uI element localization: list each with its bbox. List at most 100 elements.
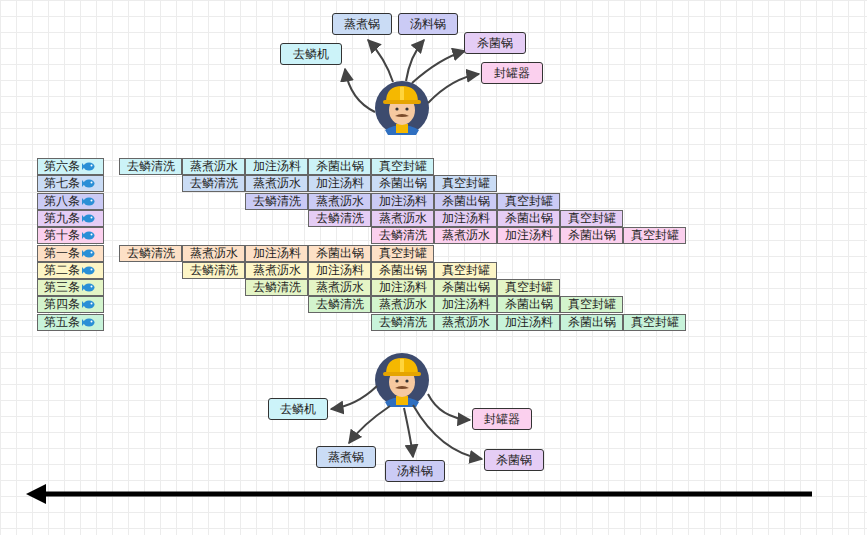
node-text: 蒸煮沥水	[253, 175, 301, 192]
stage-cell: 加注汤料	[497, 314, 560, 331]
node-text: 加注汤料	[505, 314, 553, 331]
node-text: 真空封罐	[379, 158, 427, 175]
fish-icon	[82, 282, 96, 293]
node-text: 蒸煮沥水	[190, 158, 238, 175]
node-text: 杀菌出锅	[505, 296, 553, 313]
stage-cell: 加注汤料	[371, 193, 434, 210]
node-text: 去鳞机	[293, 46, 329, 63]
node-text: 第十条	[44, 227, 80, 244]
node-text: 真空封罐	[631, 314, 679, 331]
node-text: 去鳞清洗	[253, 193, 301, 210]
stage-cell: 蒸煮沥水	[434, 227, 497, 244]
stage-cell: 蒸煮沥水	[434, 314, 497, 331]
line-label: 第六条	[37, 158, 104, 175]
node-text: 杀菌出锅	[379, 262, 427, 279]
node-text: 第五条	[44, 314, 80, 331]
stage-cell: 蒸煮沥水	[245, 175, 308, 192]
line-label: 第十条	[37, 227, 104, 244]
line-label: 第七条	[37, 175, 104, 192]
stage-cell: 去鳞清洗	[119, 245, 182, 262]
stage-cell: 去鳞清洗	[182, 175, 245, 192]
stage-cell: 加注汤料	[308, 175, 371, 192]
stage-cell: 杀菌出锅	[371, 175, 434, 192]
stage-cell: 加注汤料	[434, 296, 497, 313]
stage-cell: 加注汤料	[434, 210, 497, 227]
equipment-box: 去鳞机	[280, 43, 342, 65]
node-text: 真空封罐	[505, 193, 553, 210]
node-text: 蒸煮锅	[328, 449, 364, 466]
equipment-box: 汤料锅	[398, 13, 458, 35]
node-text: 真空封罐	[505, 279, 553, 296]
node-text: 蒸煮沥水	[442, 314, 490, 331]
node-text: 蒸煮沥水	[316, 279, 364, 296]
stage-cell: 加注汤料	[308, 262, 371, 279]
node-text: 加注汤料	[442, 296, 490, 313]
stage-cell: 加注汤料	[371, 279, 434, 296]
node-text: 第七条	[44, 175, 80, 192]
equipment-box: 封罐器	[472, 408, 532, 430]
node-text: 杀菌出锅	[442, 279, 490, 296]
stage-cell: 去鳞清洗	[182, 262, 245, 279]
equipment-box: 杀菌锅	[484, 449, 544, 471]
stage-cell: 去鳞清洗	[308, 210, 371, 227]
node-text: 加注汤料	[379, 193, 427, 210]
node-text: 蒸煮沥水	[442, 227, 490, 244]
stage-cell: 去鳞清洗	[245, 193, 308, 210]
node-text: 杀菌出锅	[505, 210, 553, 227]
stage-cell: 真空封罐	[497, 193, 560, 210]
line-label: 第一条	[37, 245, 104, 262]
stage-cell: 杀菌出锅	[497, 296, 560, 313]
node-text: 第二条	[44, 262, 80, 279]
stage-cell: 加注汤料	[497, 227, 560, 244]
stage-cell: 去鳞清洗	[371, 227, 434, 244]
stage-cell: 真空封罐	[623, 314, 686, 331]
node-text: 去鳞清洗	[127, 158, 175, 175]
node-text: 杀菌锅	[496, 452, 532, 469]
node-text: 加注汤料	[379, 279, 427, 296]
node-text: 加注汤料	[316, 175, 364, 192]
line-label: 第二条	[37, 262, 104, 279]
fish-icon	[82, 161, 96, 172]
node-text: 蒸煮沥水	[190, 245, 238, 262]
line-label: 第四条	[37, 296, 104, 313]
node-text: 杀菌出锅	[568, 227, 616, 244]
node-text: 去鳞清洗	[253, 279, 301, 296]
node-text: 第九条	[44, 210, 80, 227]
node-text: 加注汤料	[442, 210, 490, 227]
node-text: 封罐器	[494, 65, 530, 82]
fish-icon	[82, 178, 96, 189]
equipment-box: 封罐器	[481, 62, 543, 84]
stage-cell: 真空封罐	[623, 227, 686, 244]
stage-cell: 杀菌出锅	[371, 262, 434, 279]
node-text: 蒸煮沥水	[316, 193, 364, 210]
equipment-box: 蒸煮锅	[316, 446, 376, 468]
node-text: 蒸煮沥水	[253, 262, 301, 279]
fish-icon	[82, 317, 96, 328]
node-text: 汤料锅	[410, 16, 446, 33]
stage-cell: 真空封罐	[560, 210, 623, 227]
stage-cell: 真空封罐	[434, 262, 497, 279]
stage-cell: 蒸煮沥水	[371, 296, 434, 313]
node-text: 去鳞机	[280, 401, 316, 418]
node-text: 去鳞清洗	[127, 245, 175, 262]
node-text: 封罐器	[484, 411, 520, 428]
node-text: 加注汤料	[253, 245, 301, 262]
node-text: 蒸煮锅	[344, 16, 380, 33]
fish-icon	[82, 299, 96, 310]
node-text: 真空封罐	[568, 210, 616, 227]
stage-cell: 真空封罐	[560, 296, 623, 313]
fish-icon	[82, 230, 96, 241]
stage-cell: 杀菌出锅	[308, 245, 371, 262]
stage-cell: 蒸煮沥水	[308, 279, 371, 296]
node-text: 真空封罐	[442, 175, 490, 192]
stage-cell: 蒸煮沥水	[182, 245, 245, 262]
line-label: 第五条	[37, 314, 104, 331]
stage-cell: 真空封罐	[371, 158, 434, 175]
node-text: 第三条	[44, 279, 80, 296]
node-text: 加注汤料	[253, 158, 301, 175]
fish-icon	[82, 213, 96, 224]
line-label: 第九条	[37, 210, 104, 227]
node-text: 杀菌出锅	[379, 175, 427, 192]
stage-cell: 杀菌出锅	[560, 314, 623, 331]
node-text: 第一条	[44, 245, 80, 262]
